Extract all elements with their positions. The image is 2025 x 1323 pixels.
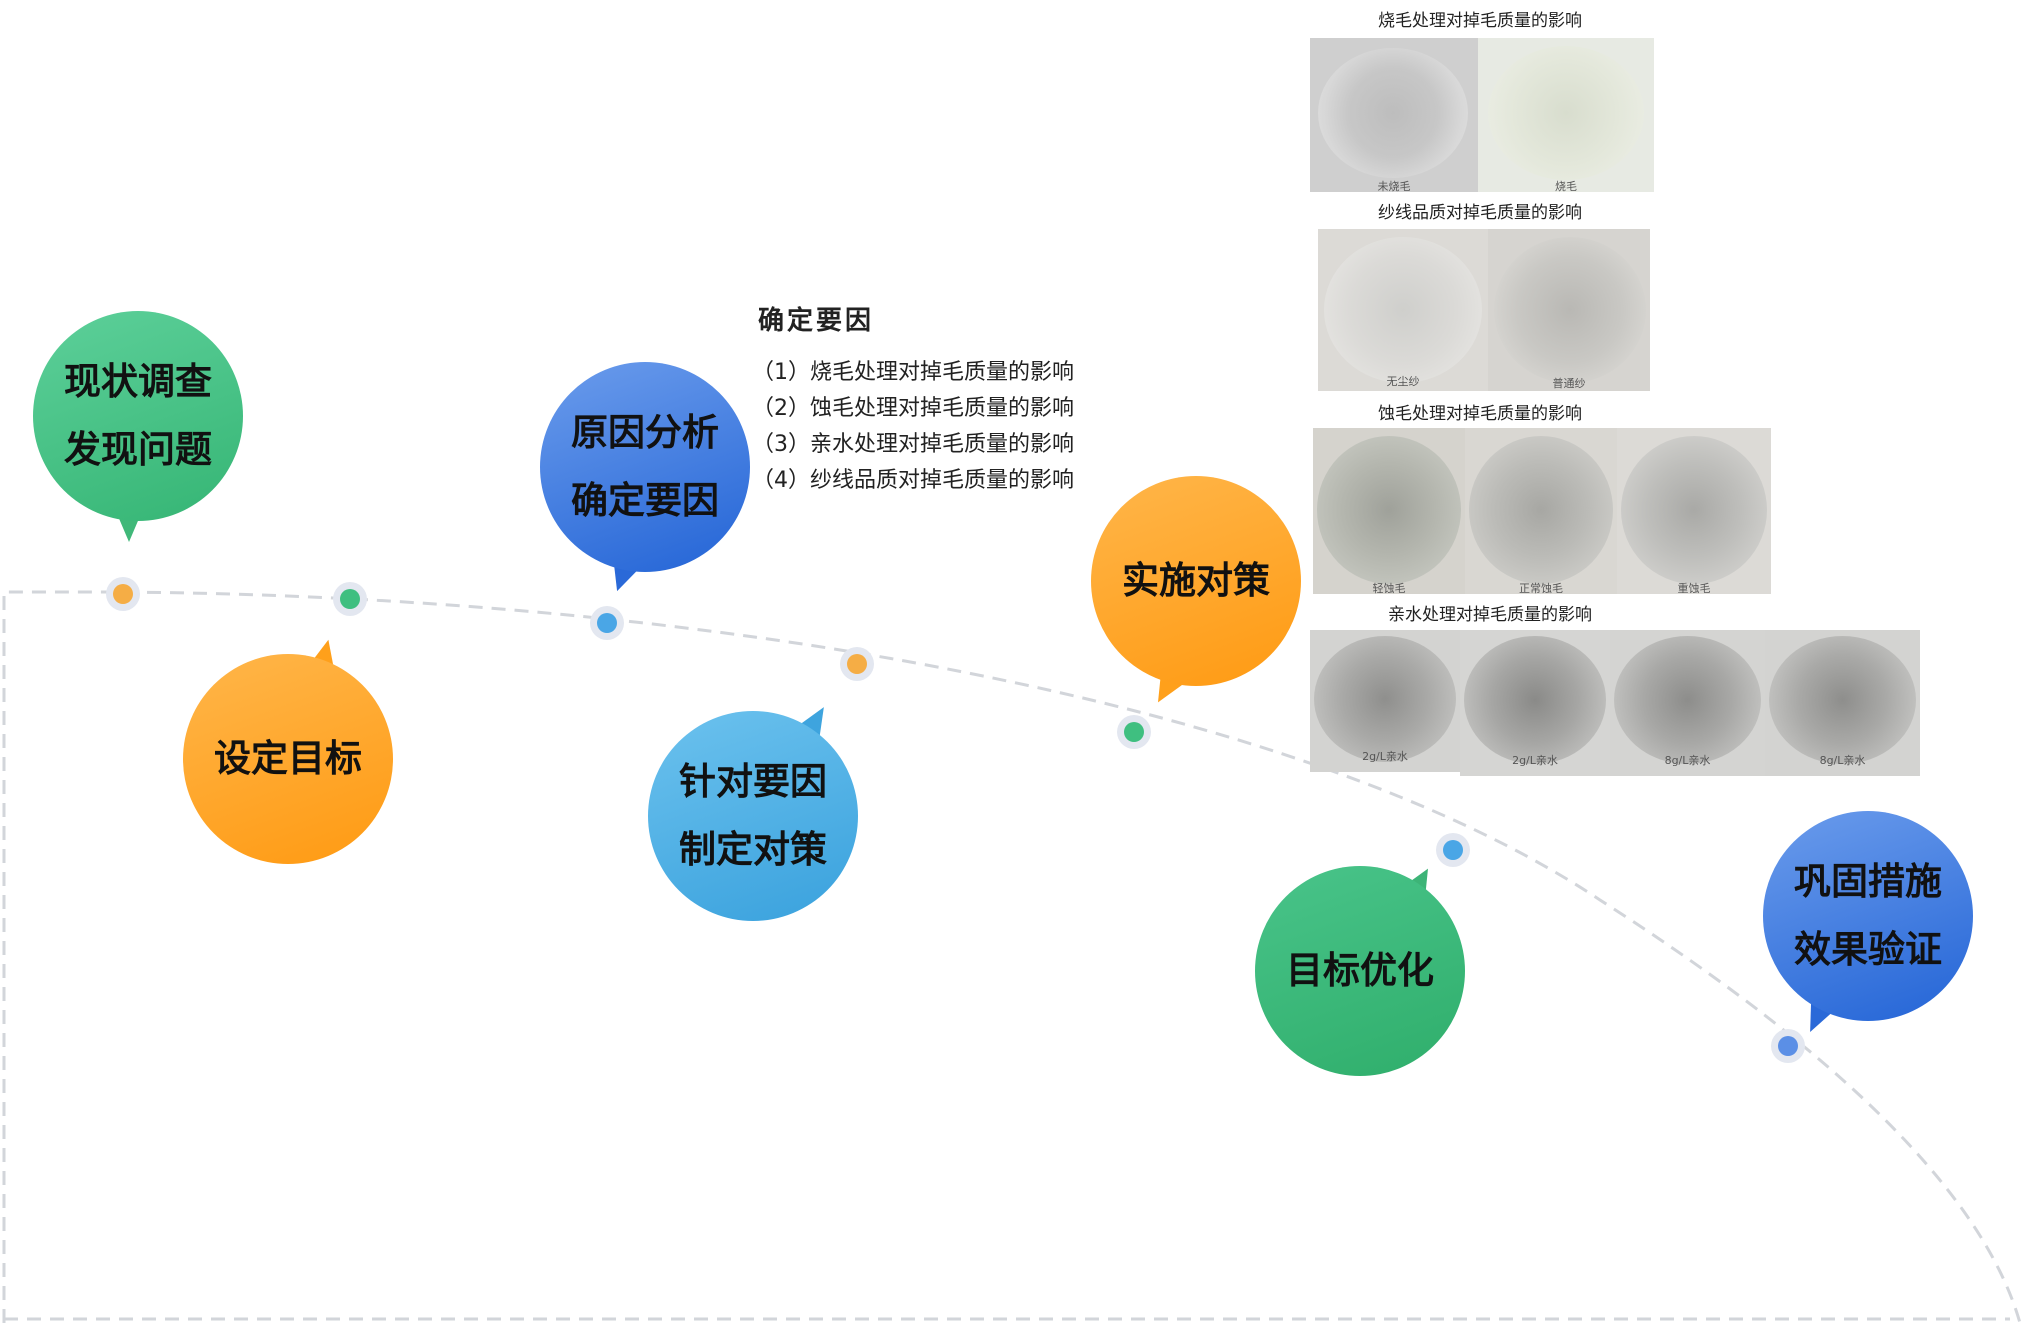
step-2-line-1: 设定目标 — [214, 737, 362, 780]
photo-sample: 未烧毛 — [1310, 38, 1478, 192]
photo-sample: 8g/L亲水 — [1765, 630, 1920, 776]
photo-group-title-1: 烧毛处理对掉毛质量的影响 — [1378, 11, 1582, 31]
photo-caption: 普通纱 — [1552, 377, 1586, 390]
factor-item-3: （3）亲水处理对掉毛质量的影响 — [752, 432, 1074, 457]
photo-caption: 8g/L亲水 — [1819, 754, 1866, 767]
step-bubble-2: 设定目标 — [183, 654, 393, 864]
timeline-dot-4 — [847, 654, 867, 674]
photo-caption: 未烧毛 — [1377, 180, 1411, 192]
step-7-line-2: 效果验证 — [1794, 928, 1942, 971]
factor-list-title: 确定要因 — [758, 306, 875, 336]
photo-sample: 普通纱 — [1488, 229, 1650, 391]
photo-caption: 无尘纱 — [1386, 375, 1420, 388]
factor-item-1: （1）烧毛处理对掉毛质量的影响 — [752, 360, 1074, 385]
photo-group-title-4: 亲水处理对掉毛质量的影响 — [1388, 605, 1592, 625]
photo-caption: 8g/L亲水 — [1664, 754, 1711, 767]
photo-caption: 2g/L亲水 — [1512, 754, 1558, 767]
step-bubble-7: 巩固措施 效果验证 — [1763, 811, 1973, 1021]
photo-sample: 无尘纱 — [1318, 229, 1488, 391]
step-5-line-1: 实施对策 — [1122, 559, 1270, 602]
photo-sample: 8g/L亲水 — [1610, 630, 1765, 776]
photo-sample: 正常蚀毛 — [1465, 428, 1617, 594]
photo-sample: 烧毛 — [1478, 38, 1654, 192]
photo-sample: 2g/L亲水 — [1310, 630, 1460, 772]
photo-sample: 2g/L亲水 — [1460, 630, 1610, 776]
timeline-dot-5 — [1124, 722, 1144, 742]
step-1-line-1: 现状调查 — [64, 360, 212, 403]
step-bubble-1: 现状调查 发现问题 — [33, 311, 243, 521]
photo-caption: 2g/L亲水 — [1362, 750, 1408, 763]
step-1-line-2: 发现问题 — [64, 428, 212, 471]
step-bubble-6: 目标优化 — [1255, 866, 1465, 1076]
timeline-dot-1 — [113, 584, 133, 604]
timeline-dot-7 — [1778, 1036, 1798, 1056]
step-bubble-4: 针对要因 制定对策 — [648, 711, 858, 921]
photo-caption: 烧毛 — [1555, 180, 1577, 192]
step-7-line-1: 巩固措施 — [1794, 860, 1942, 903]
step-6-line-1: 目标优化 — [1286, 949, 1434, 992]
factor-item-4: （4）纱线品质对掉毛质量的影响 — [752, 468, 1074, 493]
step-3-line-1: 原因分析 — [571, 411, 719, 454]
timeline-dot-2 — [340, 589, 360, 609]
timeline-dot-3 — [597, 613, 617, 633]
photo-caption: 重蚀毛 — [1677, 582, 1711, 594]
photo-caption: 轻蚀毛 — [1372, 582, 1406, 594]
timeline-dot-6 — [1443, 840, 1463, 860]
step-bubble-5: 实施对策 — [1091, 476, 1301, 686]
factor-list: 确定要因 （1）烧毛处理对掉毛质量的影响 （2）蚀毛处理对掉毛质量的影响 （3）… — [752, 300, 1074, 499]
photo-sample: 轻蚀毛 — [1313, 428, 1465, 594]
photo-sample: 重蚀毛 — [1617, 428, 1771, 594]
photo-group-title-3: 蚀毛处理对掉毛质量的影响 — [1378, 404, 1582, 424]
step-bubble-3: 原因分析 确定要因 — [540, 362, 750, 572]
step-4-line-1: 针对要因 — [679, 760, 827, 803]
photo-caption: 正常蚀毛 — [1519, 582, 1563, 594]
step-4-line-2: 制定对策 — [679, 828, 827, 871]
photo-group-title-2: 纱线品质对掉毛质量的影响 — [1378, 203, 1582, 223]
step-3-line-2: 确定要因 — [571, 479, 719, 522]
factor-item-2: （2）蚀毛处理对掉毛质量的影响 — [752, 396, 1074, 421]
